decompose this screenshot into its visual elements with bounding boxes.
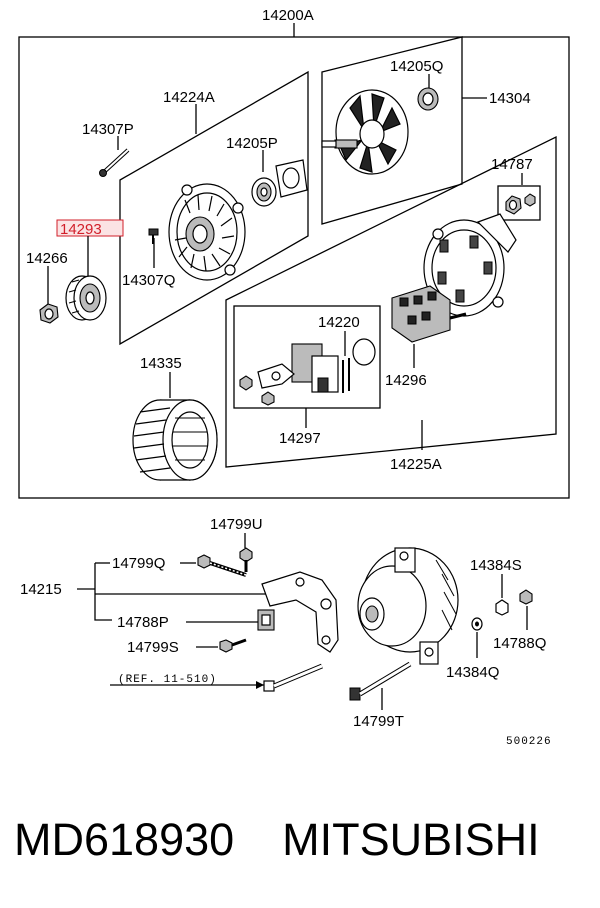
label-14799S[interactable]: 14799S <box>127 639 179 656</box>
pulley-icon <box>65 275 107 321</box>
nut-14787-icon <box>497 185 541 221</box>
brand-name: MITSUBISHI <box>282 814 540 865</box>
stator-icon <box>132 399 218 481</box>
bolt-14799Q-icon <box>197 554 247 577</box>
diagram-code: 500226 <box>506 736 552 748</box>
long-bolt-icon <box>263 663 323 692</box>
regulator-frame <box>233 305 381 409</box>
nut-14788Q-icon <box>519 589 533 605</box>
bearing-14205Q-icon <box>417 87 439 111</box>
label-14215[interactable]: 14215 <box>20 581 62 598</box>
rotor-icon <box>321 89 409 175</box>
label-14384S[interactable]: 14384S <box>470 557 522 574</box>
bolt-14799T-icon <box>349 661 412 701</box>
label-14297[interactable]: 14297 <box>279 430 321 447</box>
label-14304[interactable]: 14304 <box>489 90 531 107</box>
label-14788Q[interactable]: 14788Q <box>493 635 546 652</box>
label-14799U[interactable]: 14799U <box>210 516 263 533</box>
footer-caption: MD618930 MITSUBISHI <box>14 810 594 870</box>
label-14335[interactable]: 14335 <box>140 355 182 372</box>
parts-diagram: 14200A 14224A 14307P 14205P <box>18 7 570 748</box>
bolt-14799S-icon <box>219 638 247 653</box>
bearing-14205P-icon <box>251 159 308 207</box>
alternator-icon <box>357 547 459 665</box>
label-14205Q[interactable]: 14205Q <box>390 58 443 75</box>
bolt-14307P-icon <box>99 148 130 177</box>
bolt-14799U-icon <box>239 547 253 572</box>
label-14307Q[interactable]: 14307Q <box>122 272 175 289</box>
label-14205P[interactable]: 14205P <box>226 135 278 152</box>
nut-14266-icon <box>39 303 59 324</box>
front-housing-icon <box>168 183 246 281</box>
label-14384Q[interactable]: 14384Q <box>446 664 499 681</box>
screw-14307Q-icon <box>148 228 159 244</box>
label-14788P[interactable]: 14788P <box>117 614 169 631</box>
front-housing-frame <box>119 70 309 346</box>
label-14293[interactable]: 14293 <box>60 221 102 238</box>
label-14200A[interactable]: 14200A <box>262 7 314 24</box>
rectifier-icon <box>391 285 467 343</box>
label-14224A[interactable]: 14224A <box>163 89 215 106</box>
rear-housing-icon <box>423 213 517 317</box>
label-14799Q[interactable]: 14799Q <box>112 555 165 572</box>
part-number: MD618930 <box>14 814 235 865</box>
label-14307P[interactable]: 14307P <box>82 121 134 138</box>
label-14220[interactable]: 14220 <box>318 314 360 331</box>
bracket-icon <box>261 571 339 653</box>
washer-14384Q-icon <box>471 617 483 631</box>
label-14266[interactable]: 14266 <box>26 250 68 267</box>
label-14799T[interactable]: 14799T <box>353 713 404 730</box>
label-14225A[interactable]: 14225A <box>390 456 442 473</box>
nut-14788P-icon <box>257 609 275 631</box>
rear-housing-frame <box>225 135 557 468</box>
washer-14384S-icon <box>495 599 509 616</box>
ref-label[interactable]: (REF. 11-510) <box>118 674 217 686</box>
label-14787[interactable]: 14787 <box>491 156 533 173</box>
label-14296[interactable]: 14296 <box>385 372 427 389</box>
regulator-icon <box>239 338 376 406</box>
highlight-box-14293 <box>56 219 124 237</box>
